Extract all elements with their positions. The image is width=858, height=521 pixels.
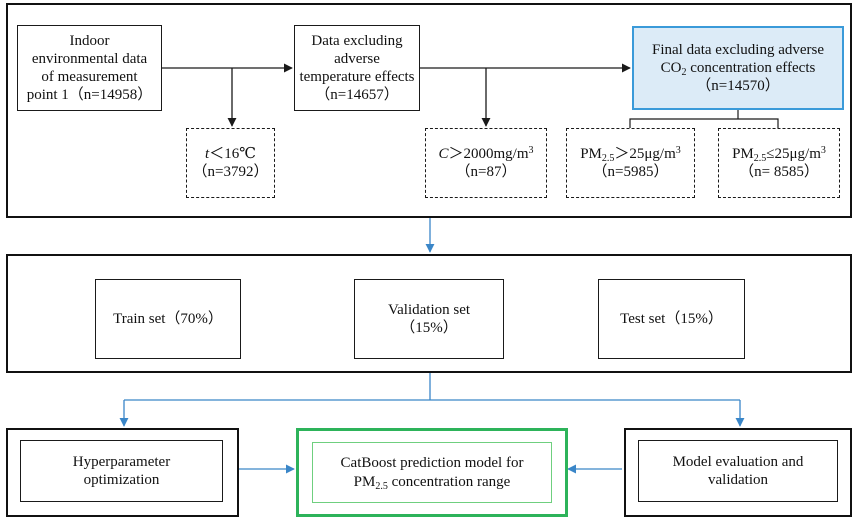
hyperparameter-line-1: Hyperparameter (72, 454, 171, 470)
train-set-box: Train set（70%） (95, 279, 241, 359)
excl-temp-line-3: temperature effects (299, 69, 415, 85)
indoor-data-line-3: of measurement (41, 69, 138, 85)
data-filtering-panel (6, 3, 852, 218)
pm-low-box: PM2.5≤25μg/m3 （n= 8585） (718, 128, 840, 198)
final-data-line-1: Final data excluding adverse (651, 42, 825, 58)
temp-filter-box: t＜16℃ （n=3792） (186, 128, 275, 198)
final-data-box: Final data excluding adverse CO2 concent… (632, 26, 844, 110)
catboost-model-box: CatBoost prediction model for PM2.5 conc… (312, 442, 552, 503)
hyperparameter-box: Hyperparameter optimization (20, 440, 223, 502)
evaluation-line-2: validation (708, 472, 768, 488)
indoor-data-line-1: Indoor (69, 33, 110, 49)
excl-temp-line-4: （n=14657） (315, 87, 399, 103)
pm-high-condition: PM2.5＞25μg/m3 (580, 145, 681, 164)
pm-low-condition: PM2.5≤25μg/m3 (732, 145, 826, 164)
evaluation-panel (624, 428, 852, 517)
co2-filter-count: （n=87） (455, 164, 517, 180)
catboost-line-1: CatBoost prediction model for (340, 454, 524, 471)
excl-temp-box: Data excluding adverse temperature effec… (294, 25, 420, 111)
final-data-line-2: CO2 concentration effects (660, 60, 816, 78)
temp-filter-condition: t＜16℃ (205, 146, 256, 162)
pm-high-box: PM2.5＞25μg/m3 （n=5985） (566, 128, 695, 198)
validation-set-box: Validation set （15%） (354, 279, 504, 359)
evaluation-box: Model evaluation and validation (638, 440, 838, 502)
catboost-line-2: PM2.5 concentration range (353, 473, 511, 492)
dataset-split-panel (6, 254, 852, 373)
test-set-box: Test set（15%） (598, 279, 745, 359)
validation-set-line-1: Validation set (387, 302, 471, 318)
final-data-line-3: （n=14570） (696, 78, 780, 94)
evaluation-line-1: Model evaluation and (672, 454, 804, 470)
hyperparameter-line-2: optimization (83, 472, 160, 488)
test-set-label: Test set（15%） (620, 311, 723, 327)
co2-filter-box: C＞2000mg/m3 （n=87） (425, 128, 547, 198)
pm-low-count: （n= 8585） (739, 164, 819, 180)
excl-temp-line-1: Data excluding (311, 33, 403, 49)
indoor-data-box: Indoor environmental data of measurement… (17, 25, 162, 111)
split-to-pm-boxes (629, 118, 779, 128)
validation-set-line-2: （15%） (400, 320, 458, 336)
train-set-label: Train set（70%） (113, 311, 223, 327)
excl-temp-line-2: adverse (334, 51, 380, 67)
catboost-model-panel: CatBoost prediction model for PM2.5 conc… (296, 428, 568, 517)
temp-filter-count: （n=3792） (192, 164, 269, 180)
indoor-data-line-2: environmental data (31, 51, 148, 67)
hyperparameter-panel (6, 428, 239, 517)
indoor-data-line-4: point 1（n=14958） (26, 87, 153, 103)
co2-filter-condition: C＞2000mg/m3 (438, 145, 534, 163)
pm-high-count: （n=5985） (592, 164, 669, 180)
